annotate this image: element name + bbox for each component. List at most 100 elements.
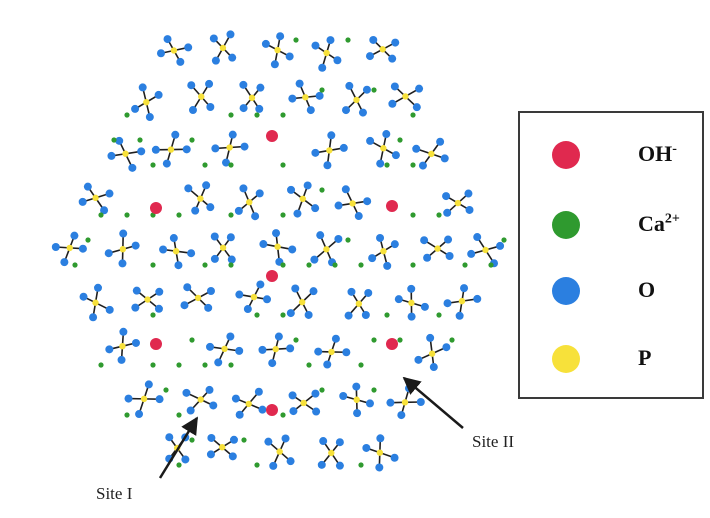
hydroxide-ion bbox=[386, 200, 398, 212]
calcium-ion bbox=[176, 362, 182, 368]
oxygen-atom bbox=[287, 185, 296, 194]
oxygen-atom bbox=[78, 197, 87, 206]
oxygen-atom bbox=[311, 148, 320, 157]
oxygen-atom bbox=[138, 83, 147, 92]
oxygen-atom bbox=[386, 398, 395, 407]
calcium-ion bbox=[332, 262, 338, 268]
calcium-charge: 2+ bbox=[664, 211, 680, 227]
oxygen-atom bbox=[118, 259, 127, 268]
oxygen-atom bbox=[187, 249, 196, 258]
oxygen-atom bbox=[270, 60, 279, 69]
oxygen-atom bbox=[205, 79, 214, 88]
oxygen-atom bbox=[186, 406, 195, 415]
oxygen-atom bbox=[333, 56, 342, 65]
calcium-ion bbox=[72, 262, 78, 268]
calcium-ion bbox=[254, 462, 260, 468]
oxygen-atom bbox=[78, 244, 87, 253]
oxygen-atom bbox=[209, 34, 218, 43]
oxygen-atom bbox=[311, 41, 320, 50]
phosphorus-atom bbox=[482, 246, 489, 254]
oxygen-atom bbox=[261, 39, 270, 48]
oxygen-atom bbox=[135, 410, 144, 419]
oxygen-atom bbox=[182, 145, 191, 154]
oxygen-atom bbox=[442, 343, 451, 352]
hydroxide-ion bbox=[386, 338, 398, 350]
legend-item-oxygen: O bbox=[520, 271, 702, 311]
oxygen-atom bbox=[105, 189, 114, 198]
phosphorus-atom bbox=[274, 46, 281, 54]
oxygen-atom bbox=[234, 206, 243, 215]
oxygen-atom bbox=[144, 380, 153, 389]
hydroxide-ion bbox=[266, 130, 278, 142]
site-2-arrow bbox=[402, 376, 464, 429]
oxygen-atom bbox=[375, 463, 384, 472]
oxygen-atom bbox=[210, 254, 219, 263]
oxygen-atom bbox=[414, 355, 423, 364]
calcium-ion bbox=[85, 237, 91, 243]
oxygen-atom bbox=[83, 182, 92, 191]
calcium-ion bbox=[98, 362, 104, 368]
oxygen-atom bbox=[418, 161, 427, 170]
oxygen-atom bbox=[145, 113, 154, 122]
calcium-ion bbox=[280, 112, 286, 118]
oxygen-atom bbox=[364, 288, 373, 297]
oxygen-atom bbox=[358, 108, 367, 117]
oxygen-atom bbox=[363, 197, 372, 206]
oxygen-atom bbox=[412, 144, 421, 153]
phosphorus-atom bbox=[172, 248, 180, 255]
calcium-ion bbox=[124, 412, 130, 418]
calcium-ion bbox=[150, 262, 156, 268]
oxygen-atom bbox=[388, 54, 397, 63]
calcium-ion bbox=[228, 212, 234, 218]
oxygen-atom bbox=[239, 80, 248, 89]
calcium-ion bbox=[410, 212, 416, 218]
oxygen-atom bbox=[316, 231, 325, 240]
oxygen-atom bbox=[473, 233, 482, 242]
oxygen-atom bbox=[420, 302, 429, 311]
phosphorus-atom bbox=[353, 396, 360, 403]
oxygen-atom bbox=[354, 212, 363, 221]
oxygen-atom bbox=[334, 234, 343, 243]
phosphorus-atom bbox=[140, 395, 148, 403]
calcium-ion bbox=[306, 362, 312, 368]
oxygen-atom bbox=[288, 391, 297, 400]
calcium-ion bbox=[176, 412, 182, 418]
phosphorus-atom bbox=[66, 244, 73, 252]
oxygen-atom bbox=[289, 407, 298, 416]
oxygen-atom bbox=[306, 106, 315, 115]
oxygen-atom bbox=[317, 460, 326, 469]
oxygen-atom bbox=[335, 461, 344, 470]
hydroxide-charge: - bbox=[672, 141, 677, 157]
oxygen-atom bbox=[285, 52, 294, 61]
calcium-ion bbox=[319, 187, 325, 193]
oxygen-atom bbox=[119, 327, 128, 336]
oxygen-atom bbox=[104, 249, 113, 258]
oxygen-atom bbox=[407, 312, 416, 321]
oxygen-atom bbox=[319, 437, 328, 446]
calcium-ion bbox=[111, 137, 117, 143]
oxygen-atom bbox=[310, 255, 319, 264]
oxygen-atom bbox=[281, 434, 290, 443]
oxygen-atom bbox=[226, 30, 235, 39]
oxygen-atom bbox=[366, 136, 375, 145]
phosphorus-atom bbox=[198, 93, 205, 100]
oxygen-atom bbox=[473, 294, 482, 303]
oxygen-atom bbox=[239, 184, 248, 193]
phosphorus-atom bbox=[428, 350, 436, 357]
oxygen-atom bbox=[226, 332, 235, 341]
calcium-ion bbox=[358, 262, 364, 268]
calcium-ion bbox=[501, 237, 507, 243]
oxygen-atom bbox=[443, 208, 452, 217]
oxygen-atom bbox=[131, 338, 140, 347]
oxygen-atom bbox=[272, 229, 281, 238]
phosphorus-atom bbox=[380, 247, 387, 255]
oxygen-atom bbox=[180, 301, 189, 310]
oxygen-atom bbox=[390, 240, 399, 249]
oxygen-atom bbox=[171, 130, 180, 139]
phosphorus-atom bbox=[197, 396, 204, 403]
oxygen-atom bbox=[165, 433, 174, 442]
oxygen-atom bbox=[105, 345, 114, 354]
calcium-ion bbox=[345, 237, 351, 243]
phosphorus-atom bbox=[328, 449, 335, 457]
oxygen-atom bbox=[391, 38, 400, 47]
